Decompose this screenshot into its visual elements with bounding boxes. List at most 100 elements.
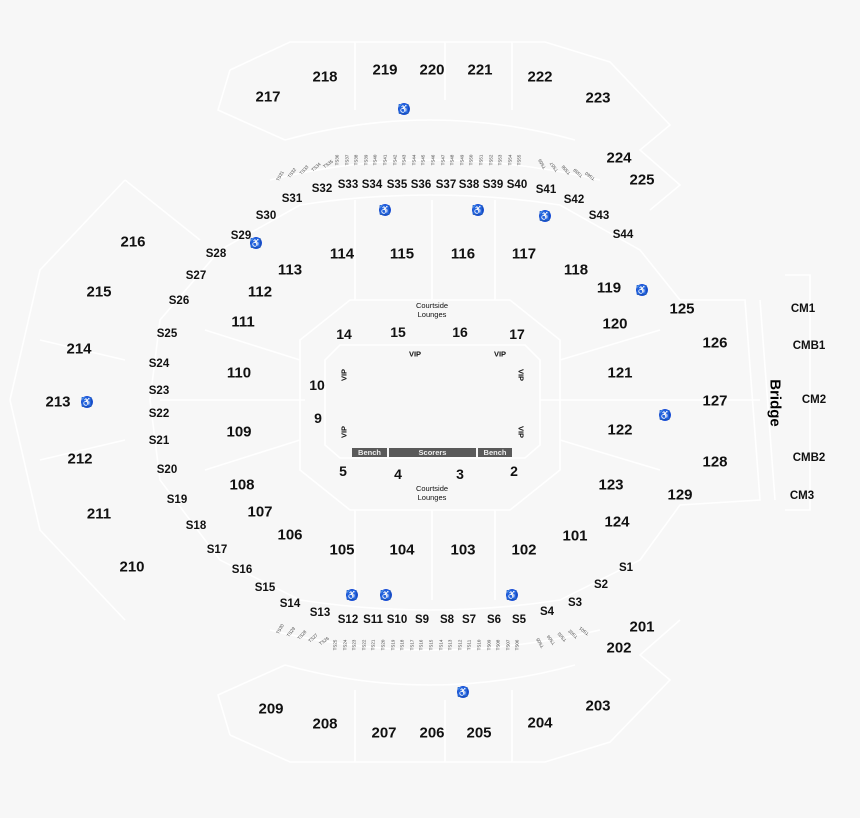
section-16[interactable]: 16 <box>452 324 468 340</box>
section-222[interactable]: 222 <box>527 68 553 86</box>
section-118[interactable]: 118 <box>563 261 589 279</box>
suite-ts22[interactable]: TS22 <box>361 639 367 651</box>
suite-ts13[interactable]: TS13 <box>447 639 453 651</box>
section-s43[interactable]: S43 <box>588 210 610 222</box>
section-3[interactable]: 3 <box>456 466 464 482</box>
suite-ts11[interactable]: TS11 <box>466 639 472 651</box>
suite-ts40[interactable]: TS40 <box>372 154 378 166</box>
section-106[interactable]: 106 <box>277 526 303 544</box>
suite-ts07[interactable]: TS07 <box>505 639 511 651</box>
suite-ts14[interactable]: TS14 <box>438 639 444 651</box>
vip-top-right[interactable]: VIP <box>493 349 507 359</box>
section-202[interactable]: 202 <box>606 639 632 657</box>
suite-ts17[interactable]: TS17 <box>409 639 415 651</box>
section-225[interactable]: 225 <box>629 171 655 189</box>
section-s4[interactable]: S4 <box>539 606 555 618</box>
section-s28[interactable]: S28 <box>205 248 227 260</box>
section-114[interactable]: 114 <box>329 245 355 263</box>
suite-ts12[interactable]: TS12 <box>457 639 463 651</box>
section-s34[interactable]: S34 <box>361 179 383 191</box>
vip-left-bottom[interactable]: VIP <box>339 425 349 439</box>
section-s6[interactable]: S6 <box>486 614 502 626</box>
courtside-lounges-bottom[interactable]: Courtside Lounges <box>415 484 449 502</box>
section-204[interactable]: 204 <box>527 714 553 732</box>
suite-ts53[interactable]: TS53 <box>497 154 503 166</box>
section-104[interactable]: 104 <box>389 541 415 559</box>
section-212[interactable]: 212 <box>67 450 93 468</box>
suite-ts54[interactable]: TS54 <box>507 154 513 166</box>
suite-ts47[interactable]: TS47 <box>440 154 446 166</box>
suite-ts10[interactable]: TS10 <box>476 639 482 651</box>
section-s21[interactable]: S21 <box>148 435 170 447</box>
suite-ts38[interactable]: TS38 <box>353 154 359 166</box>
vip-top-left[interactable]: VIP <box>408 349 422 359</box>
section-s7[interactable]: S7 <box>461 614 477 626</box>
suite-ts55[interactable]: TS55 <box>516 154 522 166</box>
section-208[interactable]: 208 <box>312 715 338 733</box>
section-s1[interactable]: S1 <box>618 562 634 574</box>
suite-ts15[interactable]: TS15 <box>428 639 434 651</box>
suite-ts37[interactable]: TS37 <box>344 154 350 166</box>
section-10[interactable]: 10 <box>309 377 325 393</box>
section-210[interactable]: 210 <box>119 558 145 576</box>
section-s26[interactable]: S26 <box>168 295 190 307</box>
section-113[interactable]: 113 <box>277 261 303 279</box>
suite-ts49[interactable]: TS49 <box>459 154 465 166</box>
section-cmb2[interactable]: CMB2 <box>792 452 826 464</box>
section-117[interactable]: 117 <box>511 245 537 263</box>
suite-ts23[interactable]: TS23 <box>351 639 357 651</box>
section-s3[interactable]: S3 <box>567 597 583 609</box>
section-126[interactable]: 126 <box>702 334 728 352</box>
suite-ts42[interactable]: TS42 <box>392 154 398 166</box>
suite-ts18[interactable]: TS18 <box>399 639 405 651</box>
section-s8[interactable]: S8 <box>439 614 455 626</box>
section-15[interactable]: 15 <box>390 324 406 340</box>
section-108[interactable]: 108 <box>229 476 255 494</box>
section-s31[interactable]: S31 <box>281 193 303 205</box>
section-s13[interactable]: S13 <box>309 607 331 619</box>
section-9[interactable]: 9 <box>314 410 322 426</box>
section-213[interactable]: 213 <box>45 393 71 411</box>
suite-ts24[interactable]: TS24 <box>342 639 348 651</box>
suite-ts25[interactable]: TS25 <box>332 639 338 651</box>
section-17[interactable]: 17 <box>509 326 525 342</box>
section-14[interactable]: 14 <box>336 326 352 342</box>
section-111[interactable]: 111 <box>231 313 255 331</box>
section-123[interactable]: 123 <box>598 476 624 494</box>
suite-ts21[interactable]: TS21 <box>370 639 376 651</box>
suite-ts51[interactable]: TS51 <box>478 154 484 166</box>
suite-ts16[interactable]: TS16 <box>418 639 424 651</box>
section-209[interactable]: 209 <box>258 700 284 718</box>
section-cmb1[interactable]: CMB1 <box>792 340 826 352</box>
section-103[interactable]: 103 <box>450 541 476 559</box>
suite-ts19[interactable]: TS19 <box>390 639 396 651</box>
section-2[interactable]: 2 <box>510 463 518 479</box>
section-122[interactable]: 122 <box>607 421 633 439</box>
section-s16[interactable]: S16 <box>231 564 253 576</box>
section-215[interactable]: 215 <box>86 283 112 301</box>
section-105[interactable]: 105 <box>329 541 355 559</box>
suite-ts36[interactable]: TS36 <box>334 154 340 166</box>
suite-ts46[interactable]: TS46 <box>430 154 436 166</box>
section-4[interactable]: 4 <box>394 466 402 482</box>
section-5[interactable]: 5 <box>339 463 347 479</box>
section-s19[interactable]: S19 <box>166 494 188 506</box>
section-205[interactable]: 205 <box>466 724 492 742</box>
section-s17[interactable]: S17 <box>206 544 228 556</box>
section-211[interactable]: 211 <box>86 505 112 523</box>
section-s23[interactable]: S23 <box>148 385 170 397</box>
section-107[interactable]: 107 <box>247 503 273 521</box>
section-cm2[interactable]: CM2 <box>801 394 827 406</box>
section-121[interactable]: 121 <box>607 364 633 382</box>
section-203[interactable]: 203 <box>585 697 611 715</box>
section-217[interactable]: 217 <box>255 88 281 106</box>
section-218[interactable]: 218 <box>312 68 338 86</box>
vip-left-top[interactable]: VIP <box>339 368 349 382</box>
section-101[interactable]: 101 <box>562 527 588 545</box>
section-s41[interactable]: S41 <box>535 184 557 196</box>
section-s18[interactable]: S18 <box>185 520 207 532</box>
section-216[interactable]: 216 <box>120 233 146 251</box>
section-125[interactable]: 125 <box>669 300 695 318</box>
section-s22[interactable]: S22 <box>148 408 170 420</box>
section-214[interactable]: 214 <box>66 340 92 358</box>
